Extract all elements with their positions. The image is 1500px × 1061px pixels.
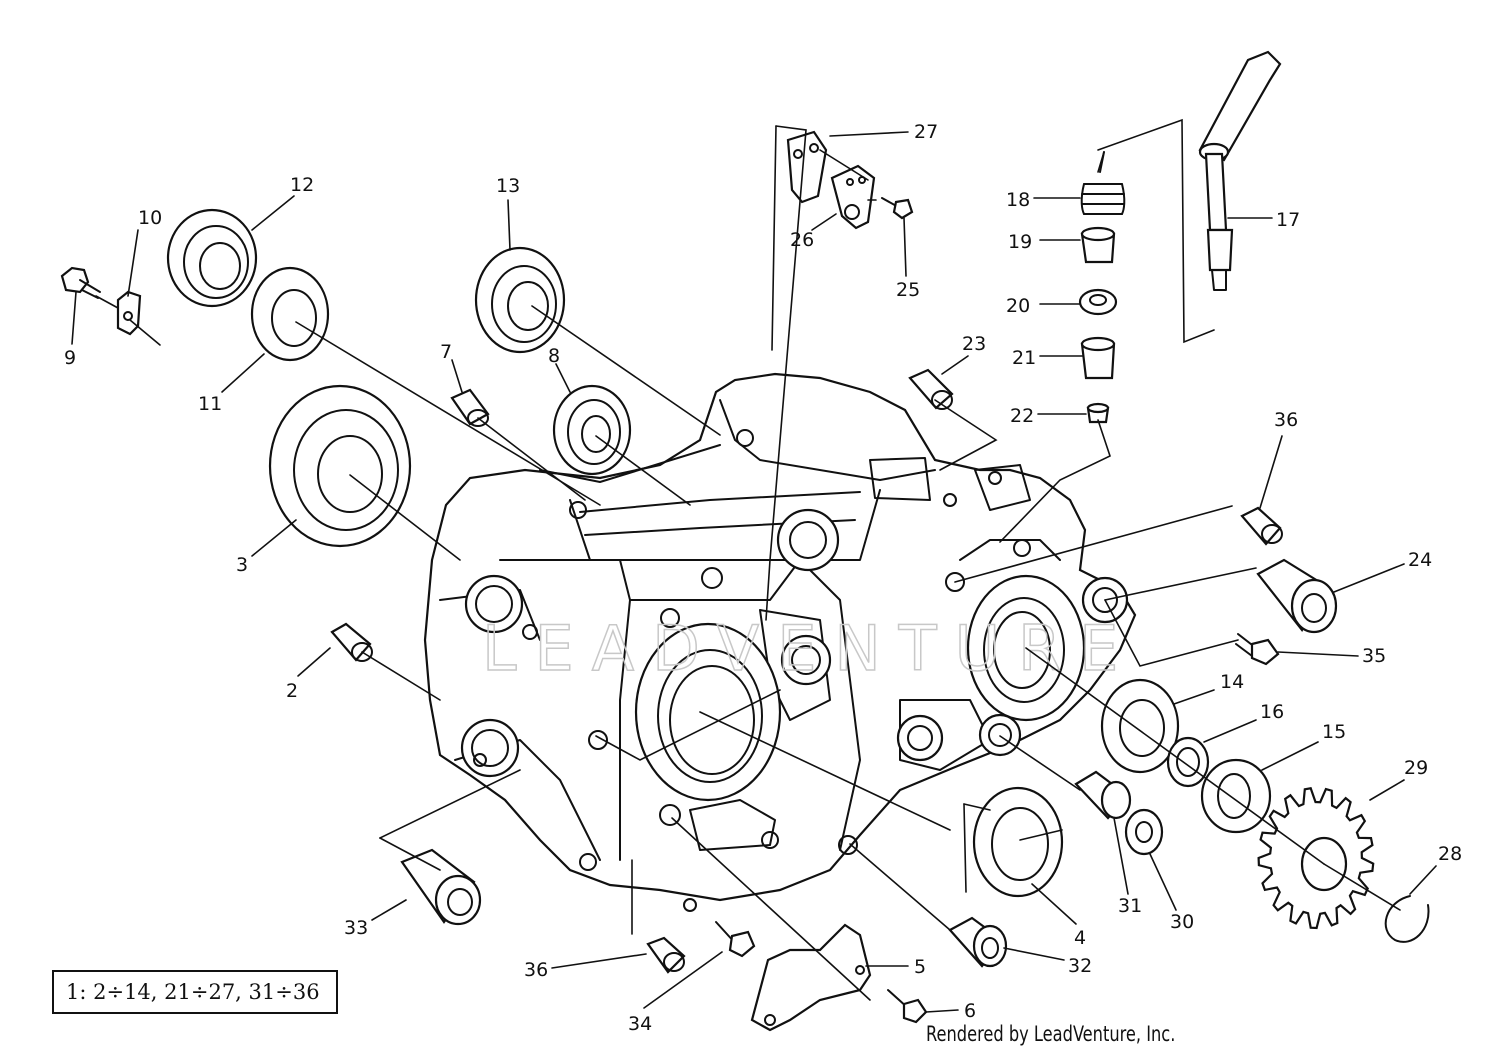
part-8-bearing [552,384,632,476]
part-36-dowel-lower [646,936,686,974]
part-33-bushing [400,848,482,926]
callout-17: 17 [1276,209,1300,231]
part-27-plate [786,130,828,204]
part-15-bushing [1200,758,1272,834]
crankshaft-bore [634,622,782,802]
part-5-bracket [750,923,872,1032]
part-14-seal [1100,678,1180,774]
callout-35: 35 [1362,645,1386,667]
callout-22: 22 [1010,405,1034,427]
callout-30: 30 [1170,911,1194,933]
callout-31: 31 [1118,895,1142,917]
callout-11: 11 [198,393,222,415]
callout-10: 10 [138,207,162,229]
part-23-dowel [908,368,954,410]
callout-2: 2 [286,680,298,702]
callout-6: 6 [964,1000,976,1022]
part-25-screw [881,197,914,220]
callout-9: 9 [64,347,76,369]
part-21-bushing [1080,336,1116,380]
callout-12: 12 [290,174,314,196]
part-36-dowel-upper [1240,506,1283,546]
part-9-bolt [60,266,101,299]
part-34-bolt [715,921,756,958]
callout-36-upper: 36 [1274,409,1298,431]
callout-16: 16 [1260,701,1284,723]
part-18-spring [1080,151,1126,215]
callout-27: 27 [914,121,938,143]
case-bosses [460,429,1129,912]
credit-text: Rendered by LeadVenture, Inc. [926,1022,1176,1046]
callout-21: 21 [1012,347,1036,369]
part-28-circlip [1384,895,1430,943]
callout-leaders [71,131,1437,1013]
part-31-bushing [1074,770,1132,820]
watermark: LEADVENTURE [482,612,1136,685]
callout-26: 26 [790,229,814,251]
part-17-lever [1198,50,1282,291]
callout-24: 24 [1408,549,1432,571]
callout-14: 14 [1220,671,1244,693]
part-3-bearing [268,384,412,548]
part-26-plate [830,164,876,230]
part-16-washer [1166,736,1210,788]
callout-23: 23 [962,333,986,355]
callout-33: 33 [344,917,368,939]
part-4-seal [972,786,1064,898]
callout-25: 25 [896,279,920,301]
part-32-bushing [948,916,1008,968]
part-19-cap [1080,226,1116,264]
callout-3: 3 [236,554,248,576]
part-11-seal [250,266,330,362]
callout-13: 13 [496,175,520,197]
callout-36-lower: 36 [524,959,548,981]
callout-15: 15 [1322,721,1346,743]
callout-4: 4 [1074,927,1086,949]
callout-numbers: 2 3 4 5 6 7 8 9 10 11 12 13 14 15 16 17 … [64,121,1462,1035]
part-30-washer [1124,808,1164,856]
part-13-bearing [474,246,566,354]
callout-7: 7 [440,341,452,363]
part-35-bolt [1235,633,1280,666]
leader-lines [95,118,1401,1001]
callout-34: 34 [628,1013,652,1035]
callout-32: 32 [1068,955,1092,977]
part-6-bolt [887,989,928,1024]
callout-19: 19 [1008,231,1032,253]
part-20-washer [1078,288,1118,316]
part-10-plate [116,290,142,336]
part-7-dowel [450,388,490,427]
callout-29: 29 [1404,757,1428,779]
callout-28: 28 [1438,843,1462,865]
part-12-bearing [166,208,258,308]
callout-8: 8 [548,345,560,367]
callout-5: 5 [914,956,926,978]
part-2-dowel [330,622,373,662]
callout-20: 20 [1006,295,1030,317]
assembly-legend: 1: 2÷14, 21÷27, 31÷36 [52,970,338,1014]
callout-18: 18 [1006,189,1030,211]
part-22-washer [1086,402,1110,424]
part-24-bushing [1256,558,1338,634]
